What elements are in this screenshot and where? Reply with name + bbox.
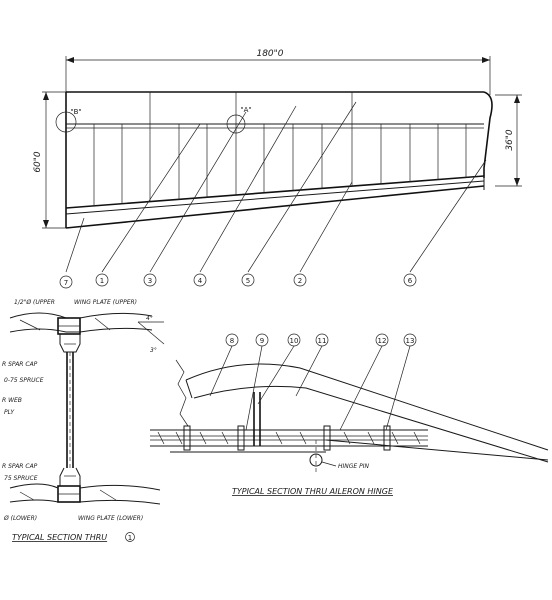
bottom-spar-cap-label: R SPAR CAP: [2, 463, 38, 470]
plan-callout-5: 5: [241, 273, 255, 287]
plan-callout-2-text: 2: [298, 277, 302, 285]
wing-ribs: [93, 92, 467, 206]
spar-web-material-label: PLY: [4, 409, 15, 416]
wing-outline: [65, 91, 493, 229]
tip-chord-dimension: 36"0: [495, 94, 522, 187]
plan-callout-5-text: 5: [246, 277, 250, 285]
lower-cap-label: Ø (LOWER): [3, 515, 37, 522]
hinge-callout-11-text: 11: [318, 337, 327, 345]
callout-leaders: [65, 101, 487, 273]
plan-callout-6-text: 6: [408, 277, 413, 285]
plan-callout-1-text: 1: [100, 277, 104, 285]
upper-cap-label: 1/2"Ø (UPPER: [14, 299, 55, 306]
detail-marker-b-text: "B": [70, 108, 81, 116]
section-one-ref: 1: [128, 534, 132, 542]
plan-callout-4-text: 4: [198, 277, 203, 285]
hinge-callout-9: 9: [255, 333, 269, 347]
hinge-callout-12: 12: [375, 333, 389, 347]
aileron-hinge-section: HINGE PIN 8 9 10 11 12 13: [150, 333, 549, 496]
root-chord-dimension: 60"0: [33, 91, 66, 229]
hinge-section-title: TYPICAL SECTION THRU AILERON HINGE: [232, 487, 394, 496]
hinge-callout-8-text: 8: [230, 337, 234, 345]
plan-callout-7-text: 7: [64, 279, 68, 287]
detail-marker-a: "A": [226, 106, 252, 134]
span-dimension-text: 180"0: [256, 49, 283, 59]
plan-callout-3: 3: [143, 273, 157, 287]
hinge-callout-12-text: 12: [378, 337, 387, 345]
hinge-callout-11: 11: [315, 333, 329, 347]
hinge-callout-13-text: 13: [406, 337, 415, 345]
span-dimension: 180"0: [65, 49, 491, 95]
spar-web-label: R WEB: [2, 397, 22, 404]
hinge-callout-10-text: 10: [290, 337, 299, 345]
plan-callout-4: 4: [193, 273, 207, 287]
hinge-callout-13: 13: [403, 333, 417, 347]
detail-marker-b: "B": [55, 108, 82, 133]
wing-plan-view: 180"0 60"0 36"0: [33, 49, 522, 289]
angle-label-b: 3°: [150, 347, 157, 354]
section-one-title: TYPICAL SECTION THRU: [12, 533, 107, 542]
hinge-pin-label: HINGE PIN: [338, 463, 370, 470]
wing-plate-upper-label: WING PLATE (UPPER): [74, 299, 137, 306]
plan-callout-2: 2: [293, 273, 307, 287]
bottom-spar-cap-material-label: 75 SPRUCE: [4, 475, 38, 482]
plan-callout-6: 6: [403, 273, 417, 287]
hinge-callout-10: 10: [287, 333, 301, 347]
plan-callout-3-text: 3: [148, 277, 152, 285]
hinge-callout-8: 8: [225, 333, 239, 347]
detail-marker-a-text: "A": [240, 106, 251, 114]
tip-chord-dimension-text: 36"0: [505, 129, 515, 151]
wing-plate-lower-label: WING PLATE (LOWER): [78, 515, 143, 522]
plan-callout-1: 1: [95, 273, 109, 287]
top-spar-cap-material-label: 0-75 SPRUCE: [4, 377, 44, 384]
hinge-callout-9-text: 9: [260, 337, 264, 345]
typical-section-one: 1/2"Ø (UPPER WING PLATE (UPPER) 4° 3° R …: [2, 299, 165, 542]
root-chord-dimension-text: 60"0: [33, 151, 43, 173]
angle-label-a: 4°: [146, 315, 153, 322]
top-spar-cap-label: R SPAR CAP: [2, 361, 38, 368]
plan-callout-7: 7: [59, 275, 73, 289]
